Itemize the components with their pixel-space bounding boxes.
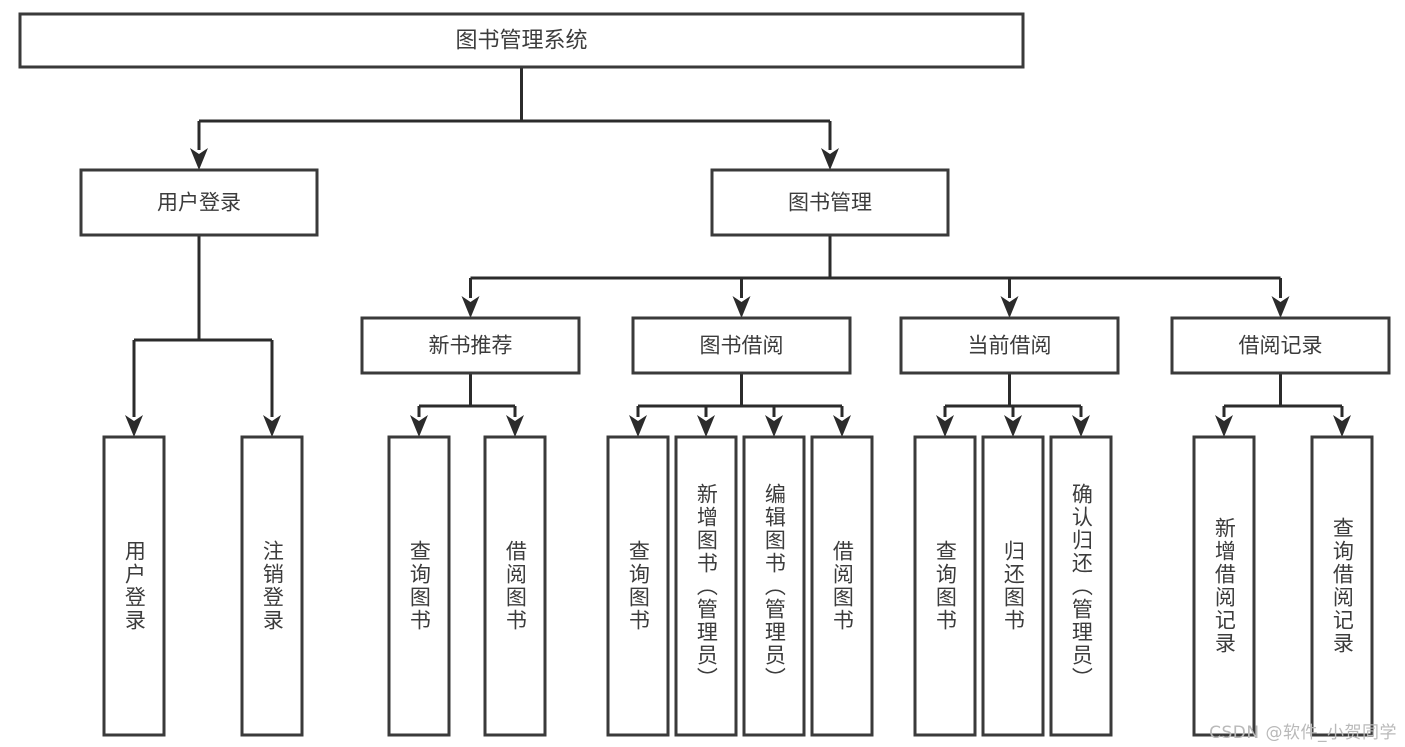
node-box (240, 435, 304, 737)
node-box (1049, 435, 1113, 737)
arrow-head-icon (1215, 415, 1233, 437)
arrow-head-icon (765, 415, 783, 437)
node-box (483, 435, 547, 737)
node-box (631, 316, 852, 375)
node-leaf-return-book[interactable] (981, 435, 1045, 737)
arrow-head-icon (629, 415, 647, 437)
node-box (79, 168, 319, 237)
node-box (18, 12, 1025, 69)
node-leaf-add-book[interactable] (674, 435, 738, 737)
arrow-head-icon (1000, 296, 1019, 318)
arrow-head-icon (833, 415, 851, 437)
node-box (1170, 316, 1391, 375)
arrow-head-icon (936, 415, 954, 437)
arrow-head-icon (1333, 415, 1351, 437)
node-leaf-edit-book[interactable] (742, 435, 806, 737)
node-box (981, 435, 1045, 737)
node-root[interactable]: 图书管理系统 (18, 12, 1025, 69)
node-leaf-borrow-book-2[interactable] (810, 435, 874, 737)
node-new-book-recommend[interactable]: 新书推荐 (360, 316, 581, 375)
arrow-head-icon (821, 148, 839, 170)
arrow-head-icon (1072, 415, 1090, 437)
node-user-login[interactable]: 用户登录 (79, 168, 319, 237)
node-leaf-query-record[interactable] (1310, 435, 1374, 737)
arrow-head-icon (697, 415, 715, 437)
node-box (810, 435, 874, 737)
node-box (606, 435, 670, 737)
node-leaf-query-book-3[interactable] (913, 435, 977, 737)
node-leaf-confirm-return[interactable] (1049, 435, 1113, 737)
node-leaf-query-book-2[interactable] (606, 435, 670, 737)
arrow-head-icon (1004, 415, 1022, 437)
node-box (1310, 435, 1374, 737)
node-box (913, 435, 977, 737)
node-box (674, 435, 738, 737)
arrow-head-icon (506, 415, 524, 437)
arrow-head-icon (125, 415, 143, 437)
node-box (710, 168, 950, 237)
node-box (102, 435, 166, 737)
node-label: 图书管理系统 (455, 29, 587, 54)
node-label: 图书管理 (788, 191, 872, 215)
arrow-head-icon (190, 148, 208, 170)
node-leaf-user-login[interactable] (102, 435, 166, 737)
arrow-head-icon (732, 296, 751, 318)
connector-layer (125, 67, 1351, 437)
arrow-head-icon (1271, 296, 1290, 318)
arrow-head-icon (410, 415, 428, 437)
node-leaf-add-record[interactable] (1192, 435, 1256, 737)
node-box (899, 316, 1120, 375)
node-book-borrow[interactable]: 图书借阅 (631, 316, 852, 375)
node-label: 借阅记录 (1239, 334, 1323, 358)
node-leaf-query-book-1[interactable] (387, 435, 451, 737)
node-label: 用户登录 (157, 191, 241, 215)
node-box (1192, 435, 1256, 737)
node-box (360, 316, 581, 375)
node-leaf-borrow-book-1[interactable] (483, 435, 547, 737)
node-label: 当前借阅 (968, 334, 1052, 358)
node-label: 图书借阅 (700, 334, 784, 358)
node-leaf-logout[interactable] (240, 435, 304, 737)
node-label: 新书推荐 (429, 334, 513, 358)
node-current-borrow[interactable]: 当前借阅 (899, 316, 1120, 375)
arrow-head-icon (461, 296, 480, 318)
arrow-head-icon (263, 415, 281, 437)
watermark: CSDN @软件_小贺同学 (1209, 723, 1397, 743)
node-box (387, 435, 451, 737)
node-book-manage[interactable]: 图书管理 (710, 168, 950, 237)
node-box (742, 435, 806, 737)
node-borrow-record[interactable]: 借阅记录 (1170, 316, 1391, 375)
